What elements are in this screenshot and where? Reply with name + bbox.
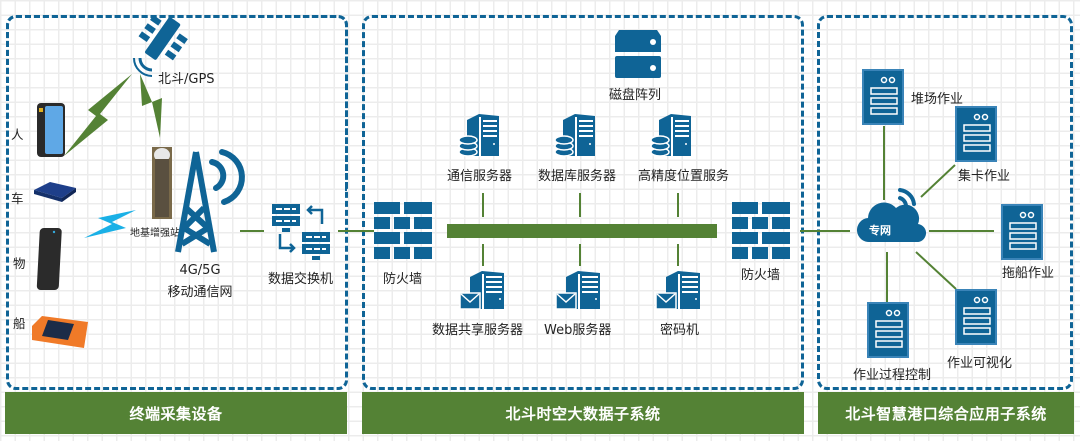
bus-link-bottom-0	[482, 244, 484, 266]
device-label-ship: 船	[13, 316, 26, 331]
comm-server-icon	[458, 114, 499, 157]
cloud-label: 专网	[869, 224, 891, 237]
private-network-cloud-icon	[856, 188, 927, 243]
database-server-icon	[554, 114, 595, 157]
tracker-device-icon	[36, 228, 62, 290]
cell-tower-icon	[175, 149, 245, 253]
bottom-server-label-0: 数据共享服务器	[432, 323, 524, 338]
ground-station-icon	[152, 147, 172, 219]
tower-label-line1: 4G/5G	[179, 263, 221, 278]
tugboat-ops-server-icon	[1001, 204, 1043, 260]
bus-link-top-0	[482, 193, 484, 217]
port-panel	[817, 15, 1073, 390]
port-footer: 北斗智慧港口综合应用子系统	[818, 392, 1074, 434]
link-firewall-cloud	[800, 230, 850, 232]
ops-visualization-server-icon	[955, 289, 997, 345]
firewall-left-label: 防火墙	[383, 272, 423, 287]
satellite-label: 北斗/GPS	[158, 72, 215, 87]
link-switch-firewall	[338, 230, 374, 232]
disk-array-label: 磁盘阵列	[609, 88, 662, 103]
device-label-person: 人	[11, 127, 24, 142]
bottom-server-label-2: 密码机	[660, 323, 700, 338]
disk-array-icon	[615, 30, 661, 78]
tower-label-line2: 移动通信网	[167, 285, 233, 300]
bus-link-bottom-2	[677, 244, 679, 266]
crypto-machine-icon	[655, 271, 700, 310]
lightning-cyan-icon	[84, 210, 136, 238]
app-label-4: 作业过程控制	[853, 368, 932, 383]
device-label-vehicle: 车	[11, 191, 24, 206]
port-links	[883, 126, 994, 304]
app-label-2: 拖船作业	[1002, 266, 1055, 281]
top-server-label-2: 高精度位置服务	[638, 169, 730, 184]
data-share-server-icon	[459, 271, 504, 310]
bottom-server-label-1: Web服务器	[544, 323, 612, 338]
switch-label: 数据交换机	[268, 272, 334, 287]
link-tower-switch	[240, 230, 264, 232]
bus-link-top-1	[579, 193, 581, 217]
bus-link-bottom-1	[579, 244, 581, 266]
web-server-icon	[555, 271, 600, 310]
bigdata-panel	[362, 15, 804, 390]
ground-station-label: 地基增强站	[130, 228, 180, 239]
lightning-phone-icon	[64, 74, 132, 156]
top-server-label-0: 通信服务器	[447, 169, 513, 184]
bigdata-footer: 北斗时空大数据子系统	[362, 392, 804, 434]
yard-ops-server-icon	[862, 69, 904, 125]
data-switch-icon	[272, 204, 330, 260]
lightning-station-icon	[140, 74, 162, 138]
app-label-3: 作业可视化	[947, 356, 1013, 371]
app-label-0: 堆场作业	[911, 92, 964, 107]
ship-terminal-icon	[32, 316, 88, 348]
firewall-right-label: 防火墙	[741, 268, 781, 283]
app-label-1: 集卡作业	[958, 169, 1011, 184]
device-label-object: 物	[13, 256, 26, 271]
smartphone-icon	[37, 103, 65, 157]
top-server-label-1: 数据库服务器	[538, 169, 617, 184]
firewall-right-icon	[732, 202, 790, 259]
process-control-server-icon	[867, 302, 909, 358]
truck-ops-server-icon	[955, 106, 997, 162]
positioning-server-icon	[650, 114, 691, 157]
data-bus	[447, 224, 717, 238]
terminal-panel-lower	[6, 15, 348, 390]
terminal-footer: 终端采集设备	[5, 392, 347, 434]
firewall-left-icon	[374, 202, 432, 259]
bus-link-top-2	[677, 193, 679, 217]
satellite-icon	[133, 14, 188, 77]
vehicle-terminal-icon	[34, 182, 76, 202]
